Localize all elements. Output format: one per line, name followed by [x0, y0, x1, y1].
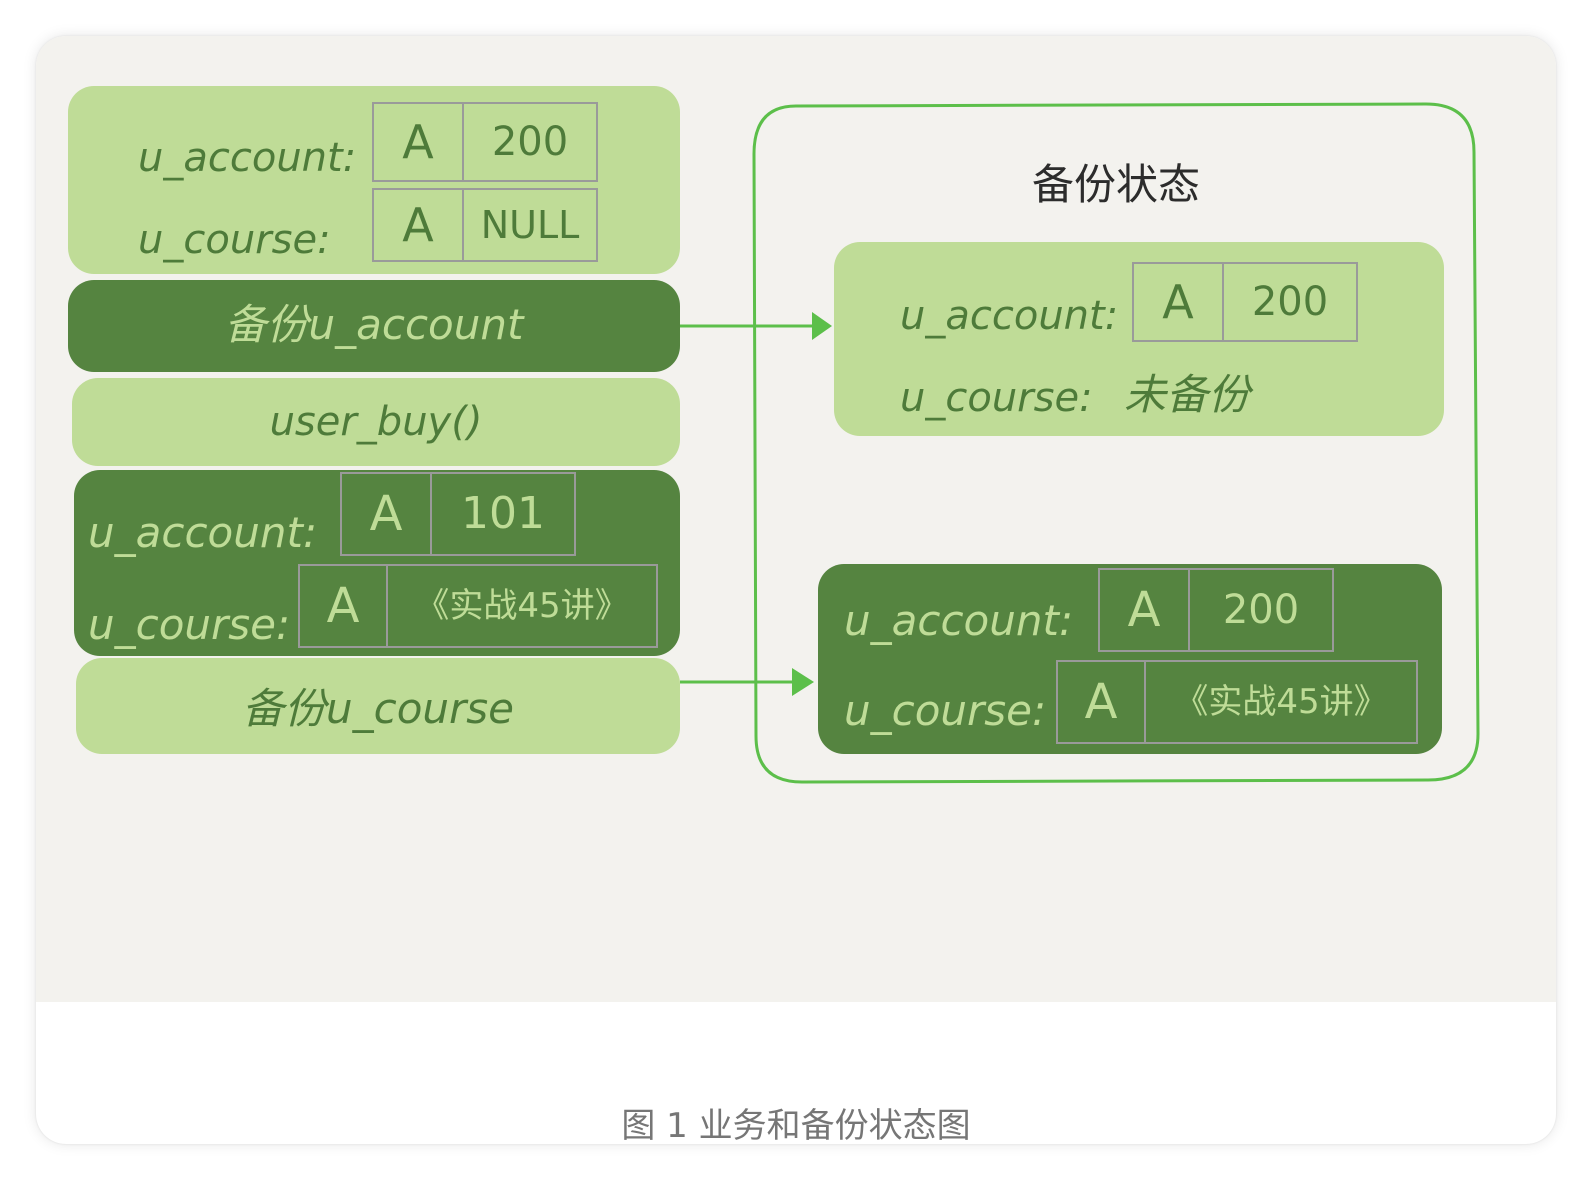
u-course-record: A NULL [372, 188, 598, 262]
account-value-cell: 101 [430, 474, 574, 554]
account-key-cell: A [369, 486, 403, 542]
figure-card: u_account: A 200 u_course: A NULL 备份u_ac… [36, 36, 1556, 1144]
diagram-canvas: u_account: A 200 u_course: A NULL 备份u_ac… [36, 36, 1556, 1002]
u-account-label: u_account: [138, 135, 357, 181]
course-key-cell: A [326, 578, 360, 634]
u-course-label: u_course: [88, 600, 291, 649]
account-value-cell: 200 [1222, 264, 1356, 340]
account-key-cell: A [1162, 275, 1194, 329]
account-key-cell: A [1127, 582, 1161, 638]
user-buy-step-label: user_buy() [269, 399, 483, 445]
u-account-label: u_account: [900, 293, 1119, 339]
u-account-label: u_account: [844, 596, 1074, 645]
backup-panel-title: 备份状态 [1032, 160, 1201, 209]
not-backed-up-text: 未备份 [1124, 370, 1251, 419]
u-account-label: u_account: [88, 508, 318, 557]
course-value-cell: NULL [462, 190, 596, 260]
u-course-record: A 《实战45讲》 [298, 564, 658, 648]
u-account-record: A 101 [340, 472, 576, 556]
backup-account-step-label: 备份u_account [224, 300, 524, 349]
user-buy-step: user_buy() [72, 378, 680, 466]
figure-caption: 图 1 业务和备份状态图 [621, 1106, 971, 1144]
u-account-record: A 200 [1132, 262, 1358, 342]
backup-account-step: 备份u_account [68, 280, 680, 372]
course-value-cell: 《实战45讲》 [1144, 662, 1416, 742]
initial-state-block: u_account: A 200 u_course: A NULL [68, 86, 680, 274]
course-key-cell: A [1084, 674, 1118, 730]
account-key-cell: A [402, 115, 434, 169]
u-course-record: A 《实战45讲》 [1056, 660, 1418, 744]
u-course-label: u_course: [844, 686, 1047, 735]
course-value-cell: 《实战45讲》 [386, 566, 656, 646]
after-buy-state-block: u_account: A 101 u_course: A 《实战45讲》 [74, 470, 680, 656]
account-value-cell: 200 [462, 104, 596, 180]
backup-course-step-label: 备份u_course [241, 684, 515, 733]
backup-second-snapshot: u_account: A 200 u_course: A 《实战45讲》 [818, 564, 1442, 754]
u-account-record: A 200 [372, 102, 598, 182]
u-course-label: u_course: [900, 375, 1093, 421]
u-course-label: u_course: [138, 217, 331, 263]
backup-course-step: 备份u_course [76, 658, 680, 754]
backup-first-snapshot: u_account: A 200 u_course: 未备份 [834, 242, 1444, 436]
course-key-cell: A [402, 198, 434, 252]
arrow-backup-account [680, 312, 832, 340]
u-account-record: A 200 [1098, 568, 1334, 652]
account-value-cell: 200 [1188, 570, 1332, 650]
arrow-backup-course [680, 668, 814, 696]
